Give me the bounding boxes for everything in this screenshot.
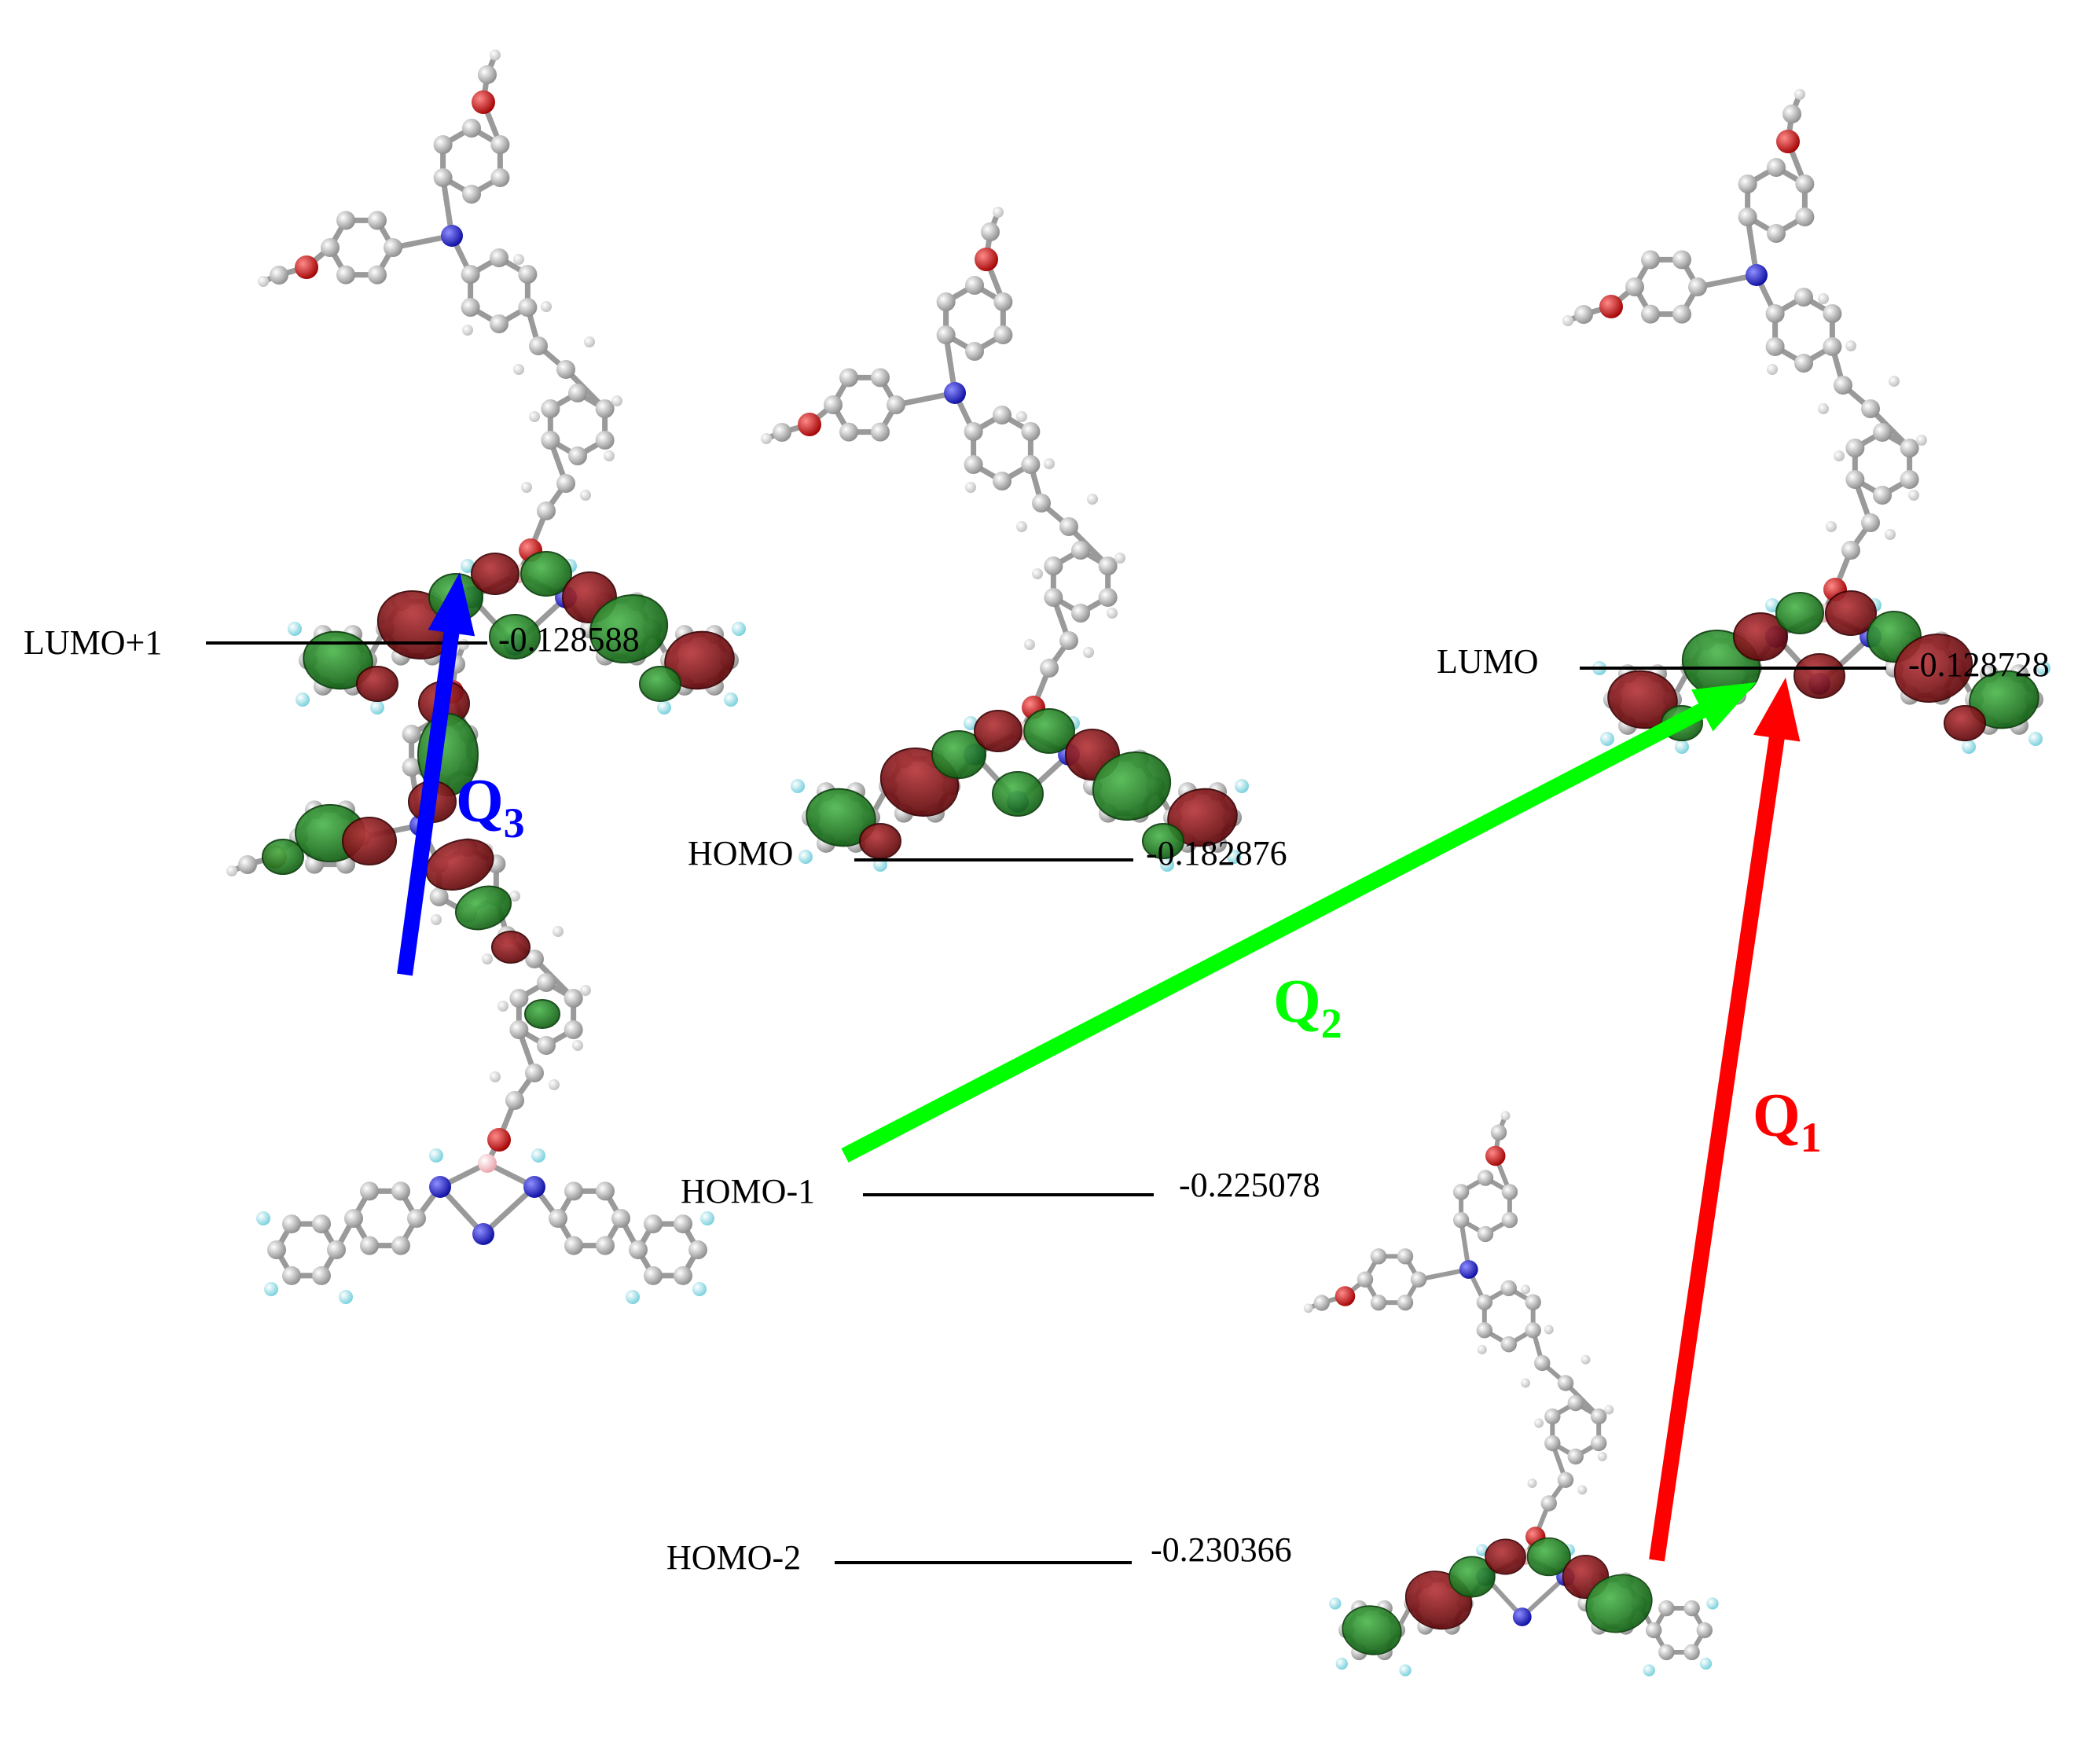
- transition-letter-q1: Q: [1753, 1081, 1801, 1149]
- level-label-homo2: HOMO-2: [666, 1538, 801, 1577]
- transition-label-q2: Q2: [1273, 967, 1342, 1047]
- arrow-shaft-q2: [841, 702, 1709, 1163]
- energy-level-homo: HOMO -0.182876: [688, 834, 1287, 872]
- level-energy-homo: -0.182876: [1146, 834, 1287, 872]
- transition-arrow-q3: [397, 572, 475, 976]
- transition-label-q1: Q1: [1753, 1081, 1822, 1161]
- transition-arrow-q2: [841, 682, 1757, 1163]
- level-label-homo1: HOMO-1: [681, 1172, 815, 1210]
- level-label-lumo1: LUMO+1: [24, 623, 162, 662]
- energy-level-lumo1: LUMO+1 -0.128588: [24, 620, 640, 662]
- transition-subscript-q3: 3: [504, 799, 525, 847]
- energy-level-homo1: HOMO-1 -0.225078: [681, 1166, 1320, 1210]
- molecule-homo-minus-1: [226, 639, 714, 1304]
- level-label-lumo: LUMO: [1437, 642, 1539, 681]
- level-energy-homo2: -0.230366: [1151, 1530, 1292, 1569]
- transition-letter-q2: Q: [1273, 967, 1321, 1035]
- level-energy-lumo1: -0.128588: [498, 620, 640, 659]
- transition-arrow-q1: [1649, 678, 1801, 1562]
- level-energy-homo1: -0.225078: [1179, 1166, 1320, 1204]
- molecule-homo: [761, 207, 1249, 872]
- transition-label-q3: Q3: [456, 766, 525, 847]
- level-label-homo: HOMO: [688, 834, 793, 872]
- molecule-lumo-plus-1: [258, 50, 746, 715]
- energy-level-lumo: LUMO -0.128728: [1437, 642, 2050, 684]
- level-energy-lumo: -0.128728: [1908, 645, 2050, 684]
- transition-letter-q3: Q: [456, 766, 504, 835]
- transition-subscript-q1: 1: [1801, 1114, 1822, 1161]
- arrow-head-q2: [1691, 682, 1757, 732]
- arrow-head-q1: [1753, 678, 1801, 742]
- molecule-homo-minus-2: [1303, 1111, 1719, 1677]
- transition-subscript-q2: 2: [1321, 1000, 1342, 1047]
- arrow-shaft-q3: [397, 628, 460, 976]
- arrow-head-q3: [428, 572, 475, 637]
- energy-level-homo2: HOMO-2 -0.230366: [666, 1530, 1292, 1577]
- arrow-shaft-q1: [1649, 733, 1786, 1562]
